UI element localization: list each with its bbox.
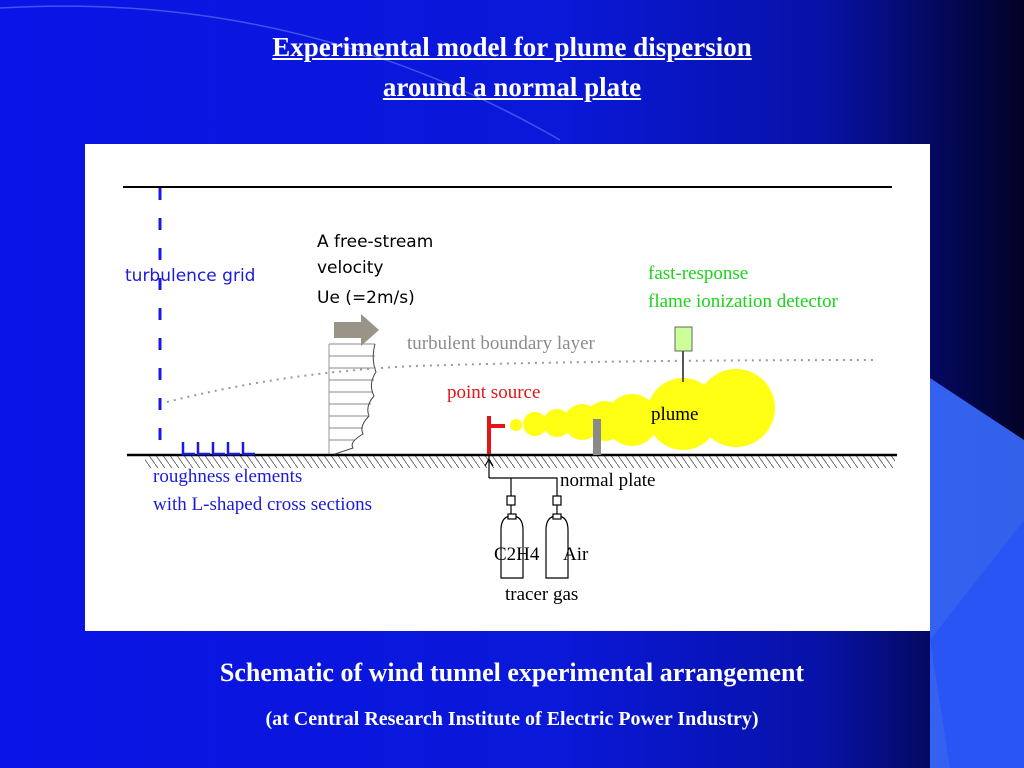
label-normal-plate: normal plate — [560, 470, 656, 491]
slide-title-line1: Experimental model for plume dispersion — [272, 32, 752, 62]
label-free-stream-line3: Ue (=2m/s) — [317, 288, 415, 308]
velocity-profile — [328, 343, 377, 455]
label-point-source: point source — [447, 382, 541, 403]
slide-caption: Schematic of wind tunnel experimental ar… — [219, 658, 805, 687]
point-source-marker — [487, 416, 505, 454]
label-roughness-line2: with L-shaped cross sections — [153, 494, 372, 515]
label-gas-air: Air — [563, 544, 589, 565]
wind-tunnel-schematic — [123, 186, 897, 579]
free-stream-arrow — [334, 314, 379, 346]
label-free-stream-line2: velocity — [317, 258, 384, 278]
label-detector-line1: fast-response — [648, 263, 749, 284]
diagram-panel: turbulence grid A free-stream velocity U… — [85, 144, 930, 631]
label-tracer-gas: tracer gas — [505, 584, 579, 605]
tracer-gas-supply — [484, 456, 569, 579]
slide-title-line2: around a normal plate — [382, 72, 642, 102]
label-detector-line2: flame ionization detector — [648, 291, 838, 312]
slide-subcaption: (at Central Research Institute of Electr… — [265, 708, 759, 730]
normal-plate — [593, 419, 601, 455]
label-free-stream-line1: A free-stream — [317, 232, 434, 252]
label-turbulence-grid: turbulence grid — [125, 266, 256, 286]
label-plume: plume — [651, 404, 699, 425]
roughness-elements — [181, 442, 255, 456]
floor-hatching — [145, 456, 895, 468]
label-roughness-line1: roughness elements — [153, 466, 303, 487]
plume-shape — [510, 369, 775, 450]
label-gas-c2h4: C2H4 — [494, 544, 540, 565]
label-boundary-layer: turbulent boundary layer — [407, 333, 595, 354]
detector-probe — [674, 326, 693, 352]
boundary-layer-curve — [166, 359, 876, 403]
